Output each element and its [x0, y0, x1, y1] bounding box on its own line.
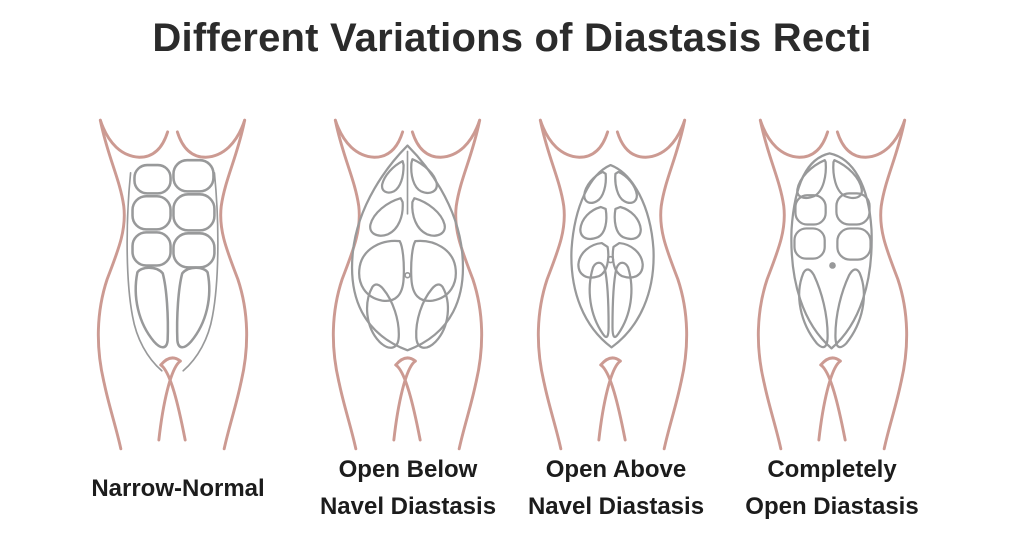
label-completely-open: Completely Open Diastasis — [745, 456, 919, 520]
figure-narrow-normal — [75, 112, 270, 457]
label-open-below-navel: Open Below Navel Diastasis — [319, 456, 497, 520]
abdominal-muscles-narrow — [126, 158, 219, 372]
torso-narrow-normal-illustration — [96, 118, 249, 451]
abdominal-muscles-completely-open — [790, 152, 873, 350]
body-outline — [756, 118, 909, 451]
abdominal-muscles-open-above — [570, 163, 655, 349]
navel-mark — [829, 262, 836, 269]
body-outline — [536, 118, 689, 451]
figure-open-above-navel — [515, 112, 710, 457]
body-outline — [96, 118, 249, 451]
torso-completely-open-illustration — [756, 118, 909, 451]
label-narrow-normal: Narrow-Normal — [91, 474, 265, 502]
figure-completely-open — [735, 112, 930, 457]
navel-mark — [404, 271, 411, 279]
figure-open-below-navel — [310, 112, 505, 457]
diagram-title: Different Variations of Diastasis Recti — [152, 16, 872, 60]
navel-mark — [606, 255, 615, 264]
torso-open-below-navel-illustration — [331, 118, 484, 451]
abdominal-muscles-open-below — [350, 144, 465, 352]
body-outline — [331, 118, 484, 451]
torso-open-above-navel-illustration — [536, 118, 689, 451]
label-open-above-navel: Open Above Navel Diastasis — [527, 456, 705, 520]
